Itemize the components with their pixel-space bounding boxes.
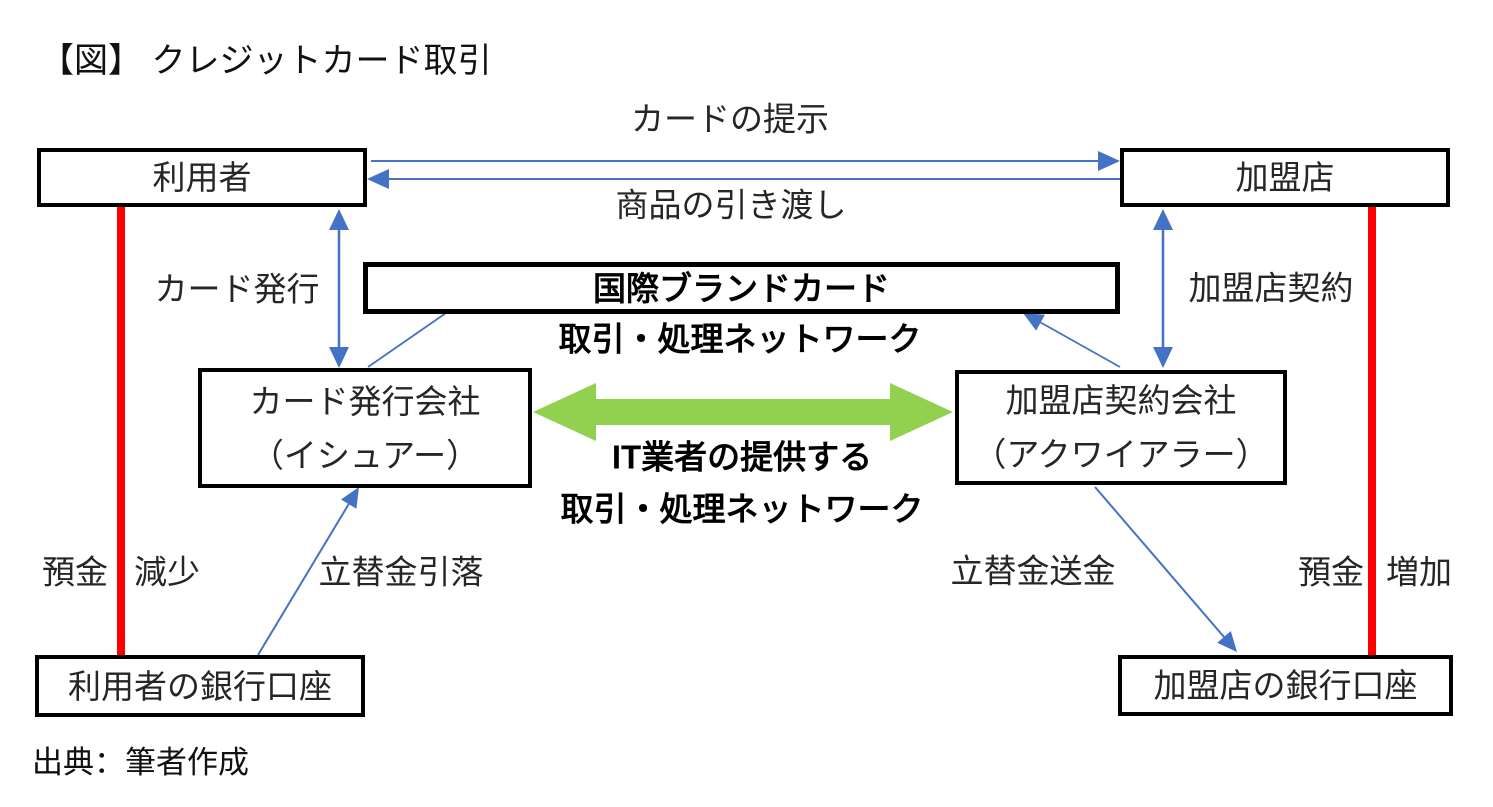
node-issuer-line2: （イシュアー） <box>250 436 480 474</box>
arrow-advance-remit <box>1094 486 1237 652</box>
node-merchant-bank-label: 加盟店の銀行口座 <box>1153 667 1418 704</box>
label-card-issuance: カード発行 <box>154 270 320 308</box>
node-merchant-bank: 加盟店の銀行口座 <box>1118 655 1453 716</box>
label-advance-debit: 立替金引落 <box>318 553 484 591</box>
label-brand-network-caption: 取引・処理ネットワーク <box>558 320 922 358</box>
arrow-card-issuance <box>329 209 349 368</box>
label-merchant-contract: 加盟店契約 <box>1188 269 1354 307</box>
arrow-merchant-contract <box>1153 209 1173 368</box>
node-acquirer: 加盟店契約会社 （アクワイアラー） <box>955 370 1287 485</box>
node-brand-card: 国際ブランドカード <box>363 262 1120 314</box>
label-goods-delivery: 商品の引き渡し <box>615 186 847 224</box>
label-increase: 増加 <box>1386 553 1452 591</box>
node-brand-card-label: 国際ブランドカード <box>593 269 890 307</box>
node-user-bank: 利用者の銀行口座 <box>35 655 365 717</box>
node-issuer-line1: カード発行会社 <box>249 382 481 420</box>
label-it-network-line2: 取引・処理ネットワーク <box>560 490 924 528</box>
node-merchant-label: 加盟店 <box>1235 159 1335 196</box>
node-issuer: カード発行会社 （イシュアー） <box>198 368 532 488</box>
label-advance-remit: 立替金送金 <box>950 552 1116 590</box>
node-user: 利用者 <box>37 148 367 207</box>
line-brand-to-issuer <box>367 312 447 368</box>
arrow-card-presentation <box>371 151 1120 171</box>
label-decrease: 減少 <box>134 553 200 591</box>
source-note: 出典：筆者作成 <box>32 745 249 780</box>
label-deposit-left: 預金 <box>42 553 108 591</box>
label-it-network-line1: IT業者の提供する <box>611 438 873 476</box>
node-acquirer-line2: （アクワイアラー） <box>973 436 1269 473</box>
diagram-title: 【図】 クレジットカード取引 <box>40 42 492 80</box>
red-line-merchant-deposit <box>1368 206 1376 655</box>
node-acquirer-line1: 加盟店契約会社 <box>1005 382 1237 419</box>
node-merchant: 加盟店 <box>1120 148 1450 207</box>
node-user-bank-label: 利用者の銀行口座 <box>68 667 332 705</box>
arrow-acquirer-to-brand <box>1023 313 1121 368</box>
node-user-label: 利用者 <box>152 159 252 196</box>
green-network-double-arrow <box>533 383 953 441</box>
red-line-user-deposit <box>117 206 125 655</box>
label-card-presentation: カードの提示 <box>631 100 829 138</box>
label-deposit-right: 預金 <box>1298 553 1364 591</box>
